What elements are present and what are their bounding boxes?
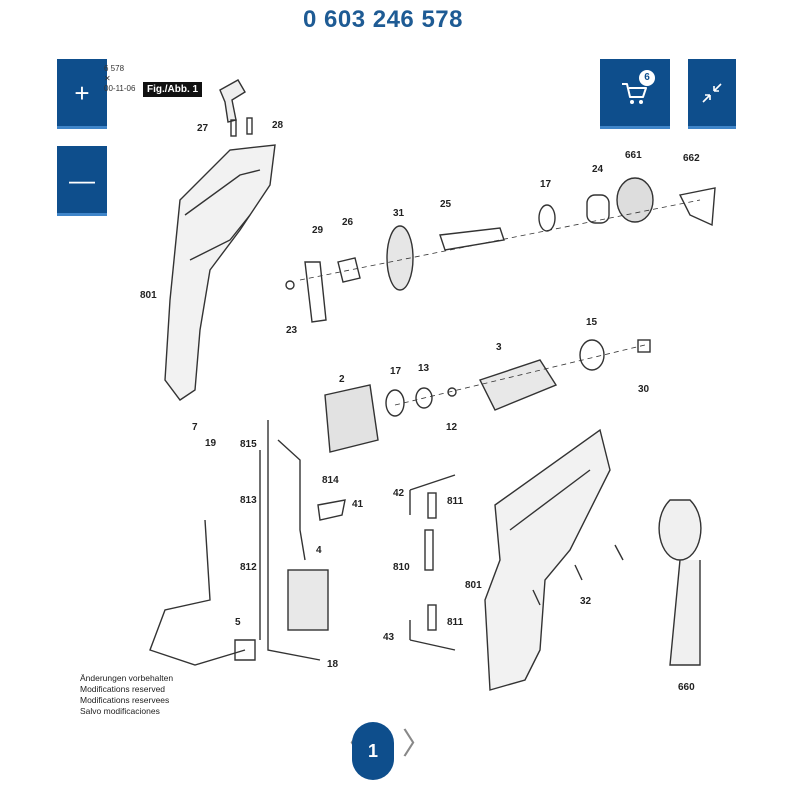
part-number: 32 <box>580 596 592 607</box>
notice-line: Modifications reservees <box>80 695 170 705</box>
plus-icon: + <box>74 77 90 108</box>
sleeve-24 <box>586 194 610 224</box>
part-number: 15 <box>586 317 598 328</box>
wire-815 <box>267 420 321 661</box>
plate-29 <box>304 261 327 323</box>
bearing-17b <box>385 389 405 417</box>
pin-28 <box>246 117 253 135</box>
part-number: 31 <box>393 208 405 219</box>
chuck-key-662 <box>678 187 716 227</box>
cart-count-badge: 6 <box>639 69 655 86</box>
part-number: 30 <box>638 384 650 395</box>
part-number: 7 <box>192 422 198 433</box>
part-number: 4 <box>316 545 322 556</box>
gear-31 <box>386 225 414 291</box>
part-number: 801 <box>140 290 157 301</box>
minus-icon: — <box>69 164 95 195</box>
part-number: 17 <box>540 179 552 190</box>
bearing-15 <box>579 339 605 371</box>
cap-30 <box>637 339 651 353</box>
part-number: 41 <box>352 499 364 510</box>
nut-26 <box>337 257 361 283</box>
part-number: 25 <box>440 199 452 210</box>
part-number: 815 <box>240 439 257 450</box>
part-number: 17 <box>390 366 402 377</box>
stamp-line: 00-11-06 <box>104 84 136 93</box>
part-numbers: 27 28 661 662 17 24 25 31 26 29 23 801 7… <box>140 120 700 693</box>
spindle-25 <box>439 227 505 251</box>
stamp-line: ✕ <box>104 74 111 83</box>
part-number: 660 <box>678 682 695 693</box>
stator-2 <box>324 384 379 453</box>
part-number: 810 <box>393 562 410 573</box>
part-number: 18 <box>327 659 339 670</box>
part-number: 801 <box>465 580 482 591</box>
part-number: 29 <box>312 225 324 236</box>
pin-27 <box>230 119 237 137</box>
brush-811a <box>427 492 437 519</box>
cable-5 <box>149 519 246 666</box>
part-number: 3 <box>496 342 502 353</box>
modifications-notice: Änderungen vorbehalten Modifications res… <box>80 673 173 717</box>
part-number: 814 <box>322 475 339 486</box>
chuck-661 <box>616 177 654 223</box>
brush-holder-42 <box>409 474 456 515</box>
part-number: 12 <box>446 422 458 433</box>
stamp-line: 6 578 <box>104 64 125 73</box>
part-number: 662 <box>683 153 700 164</box>
bearing-17a <box>538 204 556 232</box>
brush-811b <box>427 604 437 631</box>
part-number: 26 <box>342 217 354 228</box>
washer-13 <box>415 387 433 409</box>
housing-half-left <box>164 144 276 401</box>
zoom-out-button[interactable]: — <box>57 146 107 216</box>
collapse-icon <box>702 82 722 103</box>
ring-23 <box>285 280 295 290</box>
part-number: 5 <box>235 617 241 628</box>
part-number: 24 <box>592 164 604 175</box>
part-number: 19 <box>205 438 217 449</box>
switch-41 <box>317 499 346 521</box>
collapse-button[interactable] <box>688 59 736 129</box>
plug-5 <box>234 639 256 661</box>
part-number: 43 <box>383 632 395 643</box>
wire-813 <box>277 439 306 561</box>
part-number: 811 <box>447 496 464 507</box>
revision-stamp: 6 578 ✕ 00-11-06 <box>104 64 135 94</box>
notice-line: Änderungen vorbehalten <box>80 673 174 683</box>
current-page-button[interactable]: 1 <box>352 722 394 780</box>
notice-line: Salvo modificaciones <box>80 706 160 716</box>
housing-half-right <box>484 428 611 691</box>
figure-label: Fig./Abb. 1 <box>143 82 203 97</box>
part-number: 13 <box>418 363 430 374</box>
zoom-in-button[interactable]: + <box>57 59 107 129</box>
notice-line: Modifications reserved <box>80 684 166 694</box>
part-number: 28 <box>272 120 284 131</box>
cart-icon <box>622 82 647 104</box>
part-number: 42 <box>393 488 405 499</box>
part-number: 23 <box>286 325 298 336</box>
switch-4 <box>287 569 329 631</box>
part-number: 812 <box>240 562 257 573</box>
screw-32 <box>532 544 624 606</box>
cart-button[interactable]: 6 <box>600 59 670 129</box>
part-number: 2 <box>339 374 345 385</box>
part-number: 661 <box>625 150 642 161</box>
chuck-key <box>219 79 246 123</box>
part-number: 813 <box>240 495 257 506</box>
aux-handle-660 <box>658 499 702 666</box>
part-number: 811 <box>447 617 464 628</box>
next-page-icon[interactable]: 〉 <box>402 727 432 762</box>
page-title: 0 603 246 578 <box>303 6 463 33</box>
brush-holder-43 <box>409 620 456 651</box>
part-number: 27 <box>197 123 209 134</box>
armature-3 <box>479 359 558 411</box>
brush-810 <box>424 529 434 571</box>
